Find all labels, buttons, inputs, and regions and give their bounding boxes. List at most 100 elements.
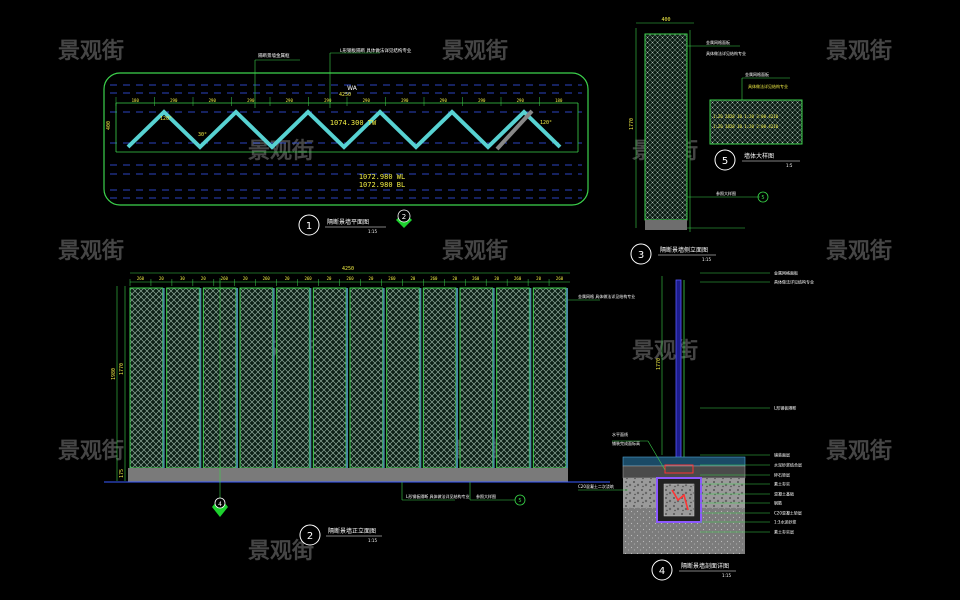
front-panel-gap [419, 288, 422, 468]
detail-tag: 5 [518, 498, 521, 504]
front-dim-value: 260 [472, 276, 480, 281]
front-panel [459, 287, 494, 469]
watermark: 景观街 [442, 38, 508, 64]
front-panel-gap [309, 288, 312, 468]
front-dim-value: 260 [137, 276, 145, 281]
detail-dim-row: 1:20 3828 10 1:20 2:00 4210 [713, 124, 779, 129]
view-title: 隔断景墙正立面图 [328, 527, 376, 535]
view-scale: 1:15 [368, 229, 377, 234]
plan-zigzag-wall [126, 109, 562, 150]
view-title: 墙体大样图 [744, 152, 774, 160]
front-dim-value: 20 [327, 276, 332, 281]
section-rebar [671, 489, 689, 511]
plan-dim-value: 180 [555, 98, 563, 103]
front-dim-value: 260 [556, 276, 564, 281]
front-dim-value: 260 [263, 276, 271, 281]
front-panel [532, 287, 567, 469]
view-title-5: 5 墙体大样图 1:5 [714, 149, 800, 171]
section-right-label: 具体做法详见结构专业 [774, 279, 814, 285]
front-callout-right: 金属网格 具体做法详见结构专业 [578, 293, 635, 299]
front-panel [129, 287, 164, 469]
side-dim-top: 400 [661, 17, 670, 23]
front-dim-value: 260 [430, 276, 438, 281]
front-elevation-view: 4250 260 20 30 20 260 20 260 20 260 20 260 20 260 20 2… [104, 266, 635, 546]
section-mortar [622, 465, 746, 479]
front-dim-value: 260 [514, 276, 522, 281]
front-panel-gap [456, 288, 458, 468]
plan-dim-value: 290 [401, 98, 409, 103]
front-panel [312, 287, 347, 469]
front-panel [202, 287, 237, 469]
section-dim: 1770 [656, 358, 662, 370]
front-base-strip [128, 468, 568, 482]
front-total-dim: 4250 [342, 266, 354, 272]
front-base-dim: 175 [119, 469, 125, 478]
front-dim-value: 20 [452, 276, 457, 281]
plan-elev-bl: 1072.980 BL [359, 181, 405, 189]
view-scale: 1:15 [702, 257, 711, 262]
front-panel [239, 287, 274, 469]
plan-dashed-lines [110, 84, 582, 199]
section-left-label: 水平面线 [612, 431, 628, 437]
section-left-label: 铺装完成面标高 [612, 440, 640, 446]
plan-dim-value: 290 [478, 98, 486, 103]
front-panel [496, 287, 530, 469]
front-dim-value: 20 [243, 276, 248, 281]
front-dim-value: 20 [369, 276, 374, 281]
plan-dim-value: 290 [286, 98, 294, 103]
watermark: 景观街 [58, 438, 124, 464]
front-panel-gap [272, 288, 275, 468]
view-scale: 1:15 [368, 538, 377, 543]
front-panel-gap [199, 288, 202, 468]
plan-dim-value: 290 [440, 98, 448, 103]
view-number: 5 [722, 156, 728, 167]
section-right-label: 水泥砂浆结合层 [774, 462, 802, 468]
section-wall [675, 279, 682, 476]
plan-depth-dim: 400 [106, 121, 112, 130]
detail-row: 具体做法详见结构专业 [748, 83, 788, 89]
section-right-label: C20混凝土垫层 [774, 510, 802, 516]
front-dim-value: 20 [201, 276, 206, 281]
watermark: 景观街 [632, 338, 698, 364]
side-wall-base [645, 220, 687, 230]
watermark: 景观街 [442, 238, 508, 264]
detail-tag: 5 [761, 195, 764, 201]
side-height-dim: 1770 [629, 118, 635, 130]
front-dim-value: 20 [285, 276, 290, 281]
plan-dim-value: 290 [247, 98, 255, 103]
section-right-label: 混凝土基础 [774, 491, 794, 497]
view-title-2: 2 隔断景墙正立面图 1:15 [299, 524, 382, 546]
front-panel-gap [566, 288, 568, 468]
front-callout-bottom: 参照大样图 [476, 493, 496, 499]
front-panel [349, 287, 384, 469]
plan-dim-value: 290 [170, 98, 178, 103]
watermark: 景观街 [826, 238, 892, 264]
plan-angle-label: 30° [198, 132, 207, 138]
section-left-label: C20混凝土二次浇筑 [578, 483, 614, 489]
plan-elev-tw: 1074.300 TW [330, 119, 377, 127]
plan-dim-value: 290 [363, 98, 371, 103]
plan-dim-value: 290 [324, 98, 332, 103]
section-marker-label: 4 [218, 501, 222, 508]
view-number: 4 [659, 566, 665, 577]
side-callout: 具体做法详见结构专业 [706, 50, 746, 56]
front-dim-value: 30 [180, 276, 185, 281]
front-dim-value: 20 [536, 276, 541, 281]
front-panel-gap [382, 288, 385, 468]
front-inner-height: 1770 [119, 363, 125, 375]
view-number: 3 [638, 250, 644, 261]
view-title-1: 1 隔断景墙平面图 1:15 [298, 214, 386, 236]
watermark: 景观街 [826, 438, 892, 464]
view-scale: 1:5 [786, 163, 793, 168]
section-marker-label: 2 [402, 213, 406, 221]
front-dim-value: 260 [221, 276, 229, 281]
side-wall-panel [644, 33, 688, 221]
side-callout: 参照大样图 [716, 190, 736, 196]
view-title-4: 4 隔断景墙剖面详图 1:15 [651, 559, 736, 581]
front-panel [166, 287, 200, 469]
section-right-label: 素土夯实 [774, 481, 790, 487]
plan-callout-steel: L形钢板隔断 具体做法详见结构专业 [340, 47, 412, 54]
front-dim-value: 20 [410, 276, 415, 281]
